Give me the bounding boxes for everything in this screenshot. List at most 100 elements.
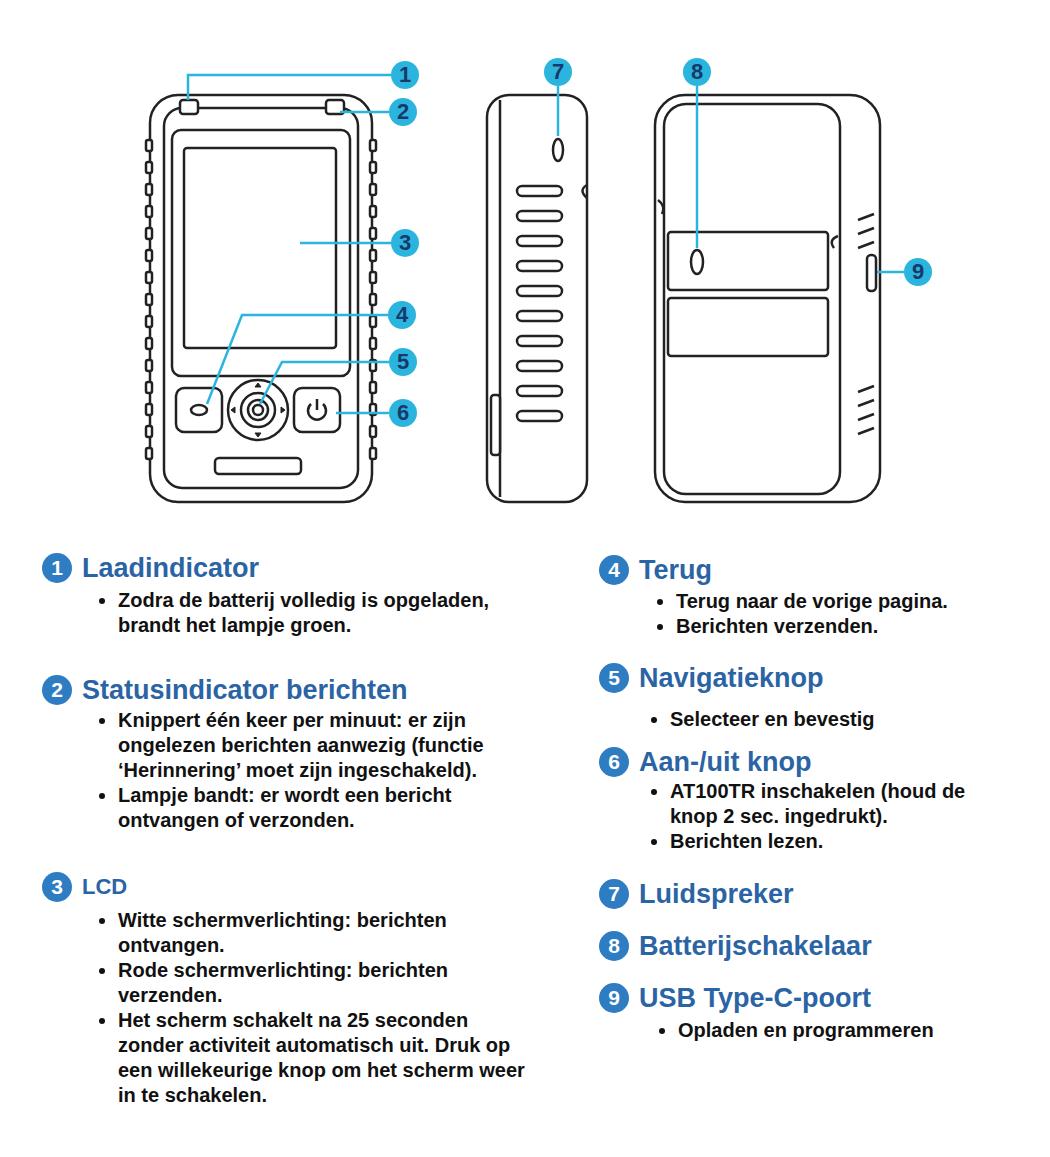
bullet-text: Rode schermverlichting: berichten verzen… bbox=[118, 958, 538, 1008]
section-number: 5 bbox=[599, 663, 629, 693]
front-view bbox=[370, 448, 376, 459]
front-view bbox=[146, 448, 152, 459]
front-view bbox=[146, 184, 152, 195]
callout-label: 1 bbox=[399, 62, 411, 88]
side-view bbox=[517, 411, 562, 421]
front-view bbox=[370, 206, 376, 217]
side-view bbox=[517, 361, 562, 371]
bullet-text: Knippert één keer per minuut: er zijn on… bbox=[118, 708, 538, 783]
bullet-text: Berichten verzenden. bbox=[676, 614, 1016, 639]
bullet-list: Terug naar de vorige pagina.Berichten ve… bbox=[676, 589, 1016, 639]
front-view bbox=[146, 404, 152, 415]
side-view bbox=[583, 185, 588, 198]
back-view bbox=[858, 414, 874, 420]
section-heading: 2 Statusindicator berichten bbox=[42, 672, 408, 708]
bullet-list: Zodra de batterij volledig is opgeladen,… bbox=[118, 588, 538, 638]
callout-number: 9 bbox=[904, 258, 932, 286]
leader-line bbox=[340, 111, 389, 114]
side-view bbox=[517, 386, 562, 396]
back-view bbox=[658, 200, 663, 214]
section-number: 9 bbox=[599, 983, 629, 1013]
front-view bbox=[370, 272, 376, 283]
section-title: Laadindicator bbox=[82, 553, 259, 584]
callout-label: 7 bbox=[552, 59, 564, 85]
section-heading: 7Luidspreker bbox=[599, 876, 794, 912]
front-view bbox=[146, 272, 152, 283]
bullet-text: AT100TR inschakelen (houd de knop 2 sec.… bbox=[670, 779, 1000, 829]
front-view bbox=[294, 388, 340, 432]
front-view bbox=[231, 383, 285, 437]
side-view bbox=[517, 311, 562, 321]
back-view bbox=[655, 95, 880, 502]
back-view bbox=[867, 255, 876, 291]
bullet-text: Zodra de batterij volledig is opgeladen,… bbox=[118, 588, 538, 638]
front-view bbox=[370, 316, 376, 327]
callout-number: 1 bbox=[391, 61, 419, 89]
callout-label: 8 bbox=[691, 59, 703, 85]
front-view bbox=[146, 140, 152, 151]
back-view bbox=[858, 400, 874, 406]
bullet-text: Terug naar de vorige pagina. bbox=[676, 589, 1016, 614]
front-view bbox=[146, 360, 152, 371]
leader-line bbox=[188, 75, 904, 413]
front-view bbox=[370, 184, 376, 195]
side-view bbox=[487, 95, 587, 502]
front-view bbox=[215, 458, 301, 474]
bullet-text: Berichten lezen. bbox=[670, 829, 1000, 854]
back-view bbox=[858, 214, 874, 220]
callout-number: 6 bbox=[389, 399, 417, 427]
callout-number: 4 bbox=[388, 301, 416, 329]
bullet-text: Het scherm schakelt na 25 seconden zonde… bbox=[118, 1008, 538, 1108]
callout-label: 4 bbox=[396, 302, 408, 328]
side-view bbox=[517, 336, 562, 346]
callout-number: 2 bbox=[389, 98, 417, 126]
front-view bbox=[370, 250, 376, 261]
section-number: 1 bbox=[42, 553, 72, 583]
section-number: 4 bbox=[599, 555, 629, 585]
callout-number: 8 bbox=[683, 58, 711, 86]
bullet-text: Selecteer en bevestig bbox=[670, 707, 1010, 732]
back-view bbox=[664, 104, 840, 494]
side-view bbox=[517, 286, 562, 296]
section-heading: 4Terug bbox=[599, 552, 712, 588]
front-view bbox=[146, 206, 152, 217]
callout-number: 7 bbox=[544, 58, 572, 86]
section-title: USB Type-C-poort bbox=[639, 983, 871, 1014]
section-title: Aan-/uit knop bbox=[639, 747, 811, 778]
front-view bbox=[248, 400, 268, 420]
front-view bbox=[253, 405, 263, 415]
leader-line bbox=[336, 412, 389, 415]
front-view bbox=[370, 338, 376, 349]
section-number: 2 bbox=[42, 675, 72, 705]
front-view bbox=[146, 338, 152, 349]
callout-number: 3 bbox=[391, 229, 419, 257]
back-view bbox=[832, 236, 838, 248]
side-view bbox=[517, 186, 562, 196]
back-view bbox=[858, 386, 874, 392]
back-view bbox=[668, 298, 828, 356]
back-view bbox=[858, 242, 874, 248]
front-view bbox=[164, 108, 358, 488]
front-view bbox=[146, 382, 152, 393]
callout-number: 5 bbox=[389, 348, 417, 376]
front-view bbox=[146, 250, 152, 261]
leader-line bbox=[188, 75, 391, 100]
section-heading: 5Navigatieknop bbox=[599, 660, 824, 696]
side-view bbox=[491, 395, 500, 455]
front-view bbox=[370, 294, 376, 305]
front-view bbox=[180, 100, 198, 114]
leader-line bbox=[260, 362, 389, 404]
front-view bbox=[370, 162, 376, 173]
callout-label: 2 bbox=[397, 99, 409, 125]
bullet-text: Lampje bandt: er wordt een bericht ontva… bbox=[118, 783, 538, 833]
back-view bbox=[655, 95, 880, 502]
section-heading: 9 USB Type-C-poort bbox=[599, 980, 871, 1016]
section-title: Statusindicator berichten bbox=[82, 675, 408, 706]
front-view bbox=[172, 130, 350, 376]
section-heading: 8Batterijschakelaar bbox=[599, 928, 872, 964]
front-view bbox=[370, 426, 376, 437]
back-view bbox=[858, 214, 874, 434]
section-number: 6 bbox=[599, 747, 629, 777]
side-view bbox=[517, 236, 562, 246]
front-view bbox=[146, 294, 152, 305]
